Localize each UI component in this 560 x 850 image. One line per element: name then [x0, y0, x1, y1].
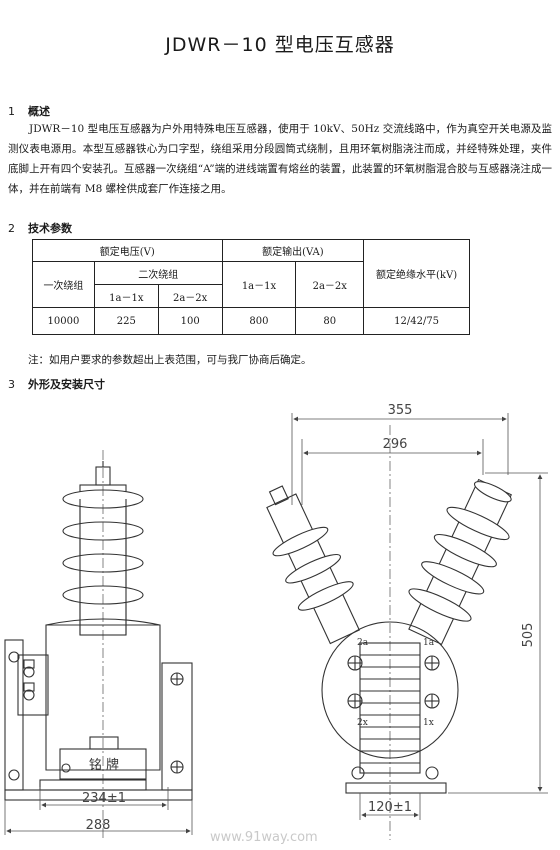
table-note: 注：如用户要求的参数超出上表范围，可与我厂协商后确定。 — [28, 354, 312, 366]
cell-out-2a2x: 80 — [295, 307, 365, 335]
side-view — [266, 425, 512, 840]
cell-primary: 10000 — [32, 307, 95, 335]
terminal-1a-label: 1a — [423, 638, 435, 648]
section-heading-overview: 1 概述 — [8, 103, 50, 119]
nameplate-label: 铭 牌 — [89, 757, 119, 773]
section-label: 概述 — [28, 105, 50, 118]
header-rated-voltage: 额定电压(V) — [32, 239, 223, 262]
section-number: 2 — [8, 222, 15, 235]
cell-sec-1a1x: 225 — [93, 307, 159, 335]
side-dimensions — [291, 413, 548, 820]
section-number: 1 — [8, 105, 15, 118]
header-sec-2a2x: 2a－2x — [157, 284, 223, 308]
section-label: 外形及安装尺寸 — [28, 378, 105, 391]
overview-paragraph: JDWR－10 型电压互感器为户外用特殊电压互感器，使用于 10kV、50Hz … — [8, 123, 552, 195]
table-row: 10000 225 100 800 80 12/42/75 — [32, 307, 470, 335]
technical-drawing: 铭 牌 234±1 288 — [4, 403, 548, 845]
header-rated-output: 额定输出(VA) — [221, 239, 365, 262]
section-heading-dimensions: 3 外形及安装尺寸 — [8, 376, 105, 392]
cell-sec-2a2x: 100 — [157, 307, 223, 335]
front-view — [4, 450, 193, 840]
header-out-1a1x: 1a－1x — [221, 261, 297, 308]
watermark-text: www.91way.com — [210, 830, 318, 845]
header-sec-1a1x: 1a－1x — [93, 284, 159, 308]
header-insulation: 额定绝缘水平(kV) — [363, 239, 470, 308]
front-dimensions — [4, 787, 193, 835]
terminal-2x-label: 2x — [357, 718, 368, 728]
header-out-2a2x: 2a－2x — [295, 261, 365, 308]
section-number: 3 — [8, 378, 15, 391]
section-label: 技术参数 — [28, 222, 72, 235]
spec-table: 额定电压(V) 额定输出(VA) 额定绝缘水平(kV) 一次绕组 二次绕组 1a… — [32, 239, 470, 335]
dimension-234: 234±1 — [82, 791, 126, 806]
section-heading-specs: 2 技术参数 — [8, 220, 72, 236]
dimension-288: 288 — [86, 818, 111, 833]
header-secondary: 二次绕组 — [93, 261, 223, 285]
dimension-355: 355 — [388, 403, 413, 418]
header-primary: 一次绕组 — [32, 261, 95, 308]
dimension-120: 120±1 — [368, 800, 412, 815]
dimension-505: 505 — [521, 623, 536, 648]
page-title: JDWR－10 型电压互感器 — [165, 34, 395, 56]
cell-insulation: 12/42/75 — [363, 307, 470, 335]
dimension-296: 296 — [383, 437, 408, 452]
cell-out-1a1x: 800 — [221, 307, 297, 335]
terminal-2a-label: 2a — [357, 638, 369, 648]
terminal-1x-label: 1x — [423, 718, 434, 728]
